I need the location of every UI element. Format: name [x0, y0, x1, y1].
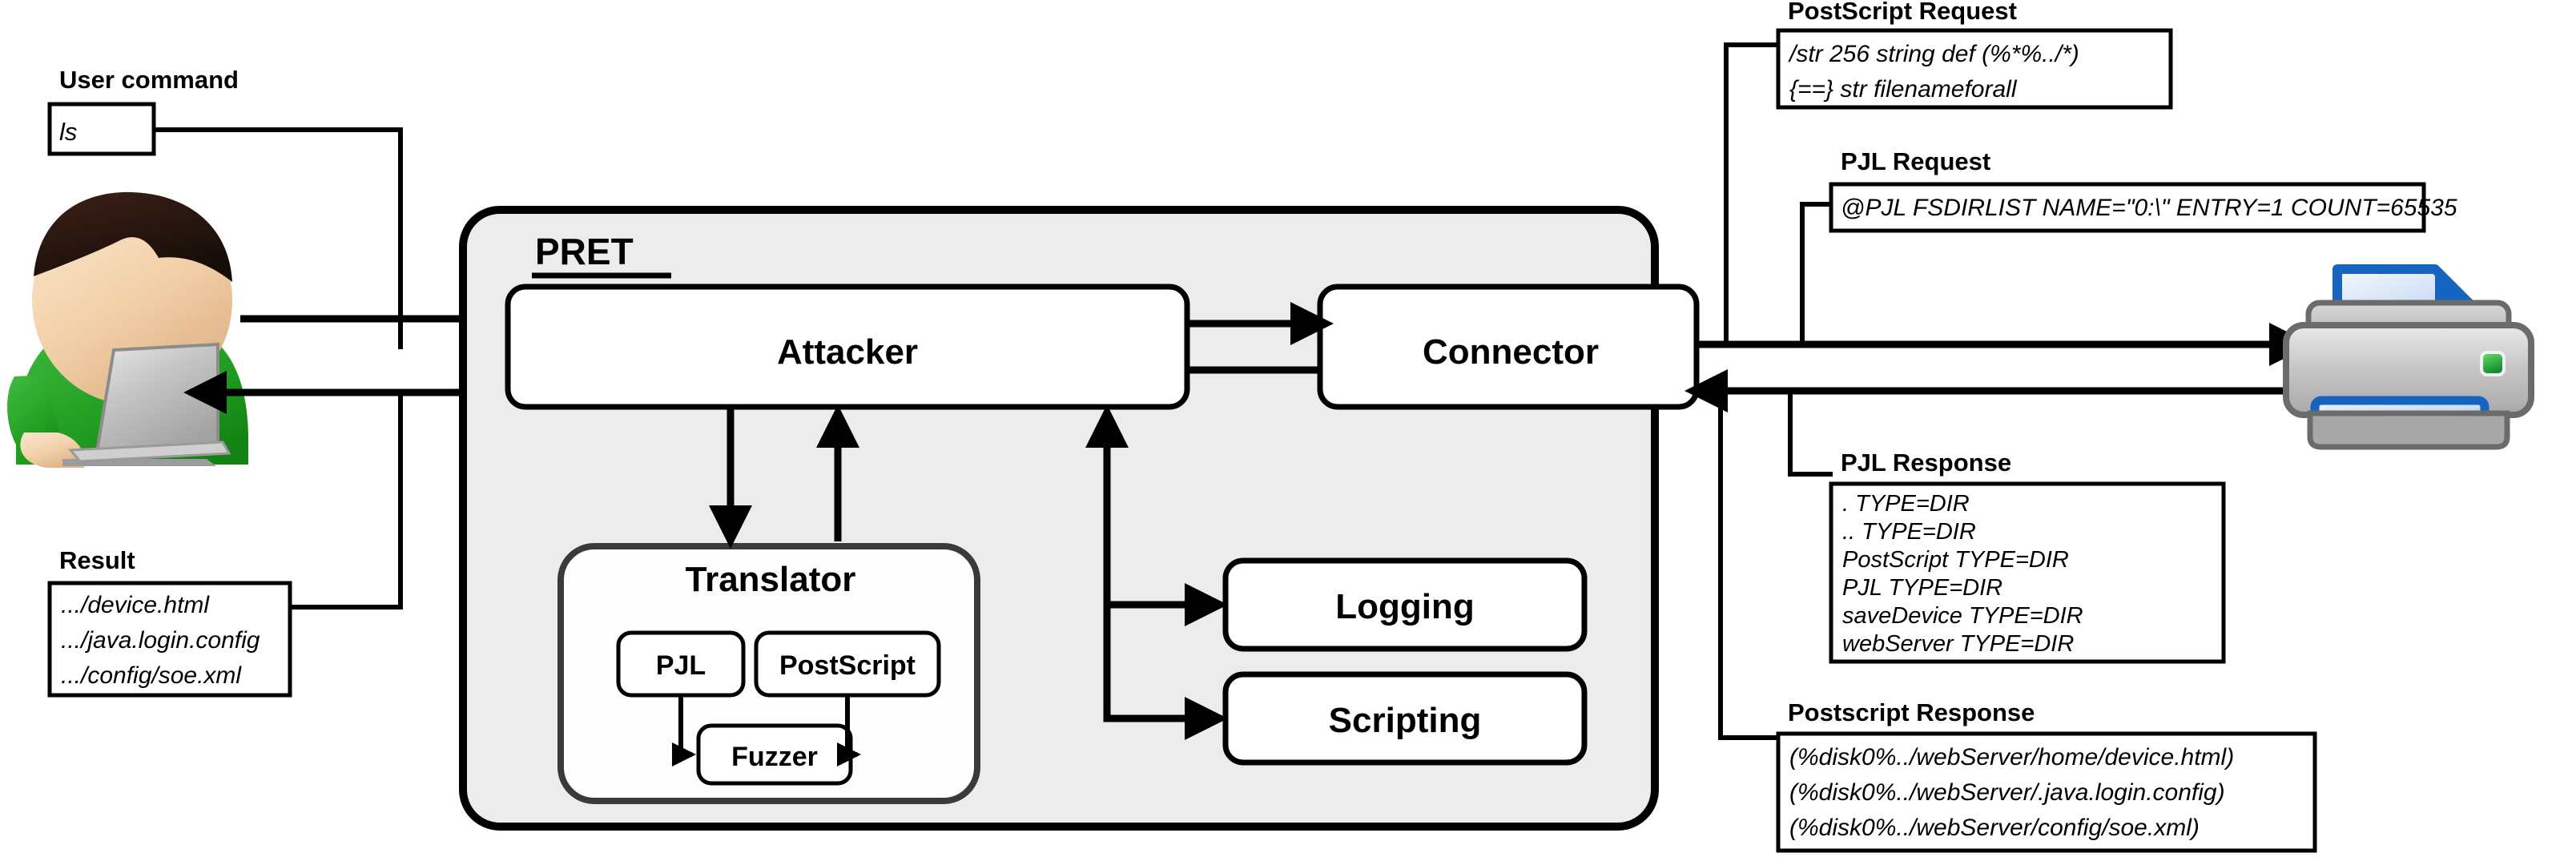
- pjl-response-box: [1829, 481, 2226, 664]
- arrow-postscript-to-fuzzer: [837, 695, 861, 766]
- arrow-pjl-to-fuzzer: [672, 695, 696, 766]
- user-command-leader-line: [154, 127, 403, 349]
- result-leader-line: [290, 392, 403, 610]
- postscript-request-box: [1776, 28, 2173, 110]
- pret-title: PRET: [535, 231, 634, 272]
- attacker-label: Attacker: [777, 332, 918, 372]
- postscript-request-leader-line: [1724, 42, 1779, 344]
- arrow-branch-to-scripting: [1103, 605, 1228, 740]
- connector-label: Connector: [1423, 332, 1599, 372]
- scripting-label: Scripting: [1329, 701, 1482, 740]
- user-with-laptop-icon: [7, 191, 248, 468]
- postscript-response-label: Postscript Response: [1788, 698, 2035, 726]
- pjl-label: PJL: [656, 650, 706, 681]
- postscript-response-leader-line: [1718, 391, 1779, 740]
- translator-label: Translator: [686, 560, 856, 599]
- user-command-label: User command: [59, 66, 239, 94]
- result-box: [47, 581, 292, 698]
- logging-label: Logging: [1335, 587, 1475, 626]
- pjl-request-leader-line: [1800, 202, 1833, 344]
- user-command-value: ls: [59, 118, 77, 146]
- pjl-response-label: PJL Response: [1841, 449, 2011, 477]
- pjl-response-leader-line: [1788, 391, 1833, 477]
- postscript-label: PostScript: [779, 650, 916, 681]
- network-printer-icon: [2283, 264, 2534, 450]
- pjl-request-label: PJL Request: [1841, 147, 1990, 175]
- result-label: Result: [59, 546, 135, 574]
- postscript-response-box: [1776, 731, 2317, 853]
- postscript-request-label: PostScript Request: [1788, 0, 2017, 25]
- fuzzer-label: Fuzzer: [731, 742, 818, 772]
- pjl-request-box: [1829, 182, 2426, 233]
